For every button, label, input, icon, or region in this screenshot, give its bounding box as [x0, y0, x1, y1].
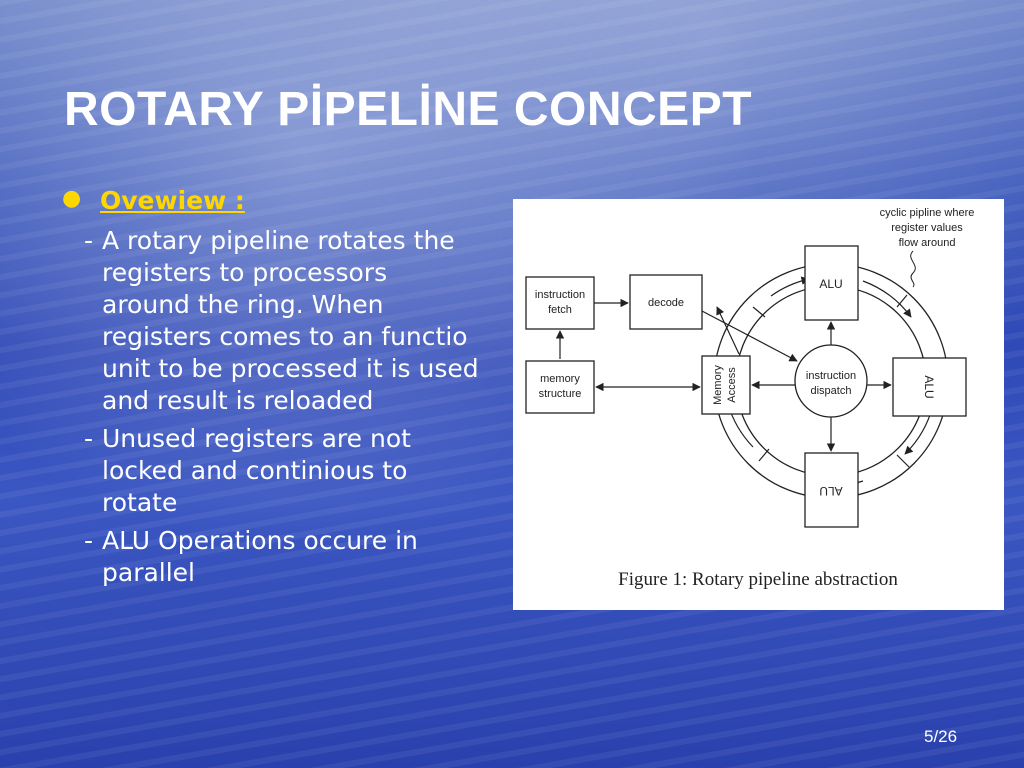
- alu-top-label: ALU: [819, 277, 842, 291]
- ring-ticks: [752, 294, 910, 468]
- overview-text-block: ● Ovewiew : - A rotary pipeline rotates …: [62, 185, 482, 595]
- page-number: 5/26: [924, 727, 958, 746]
- memory-structure-label: memory: [540, 373, 580, 385]
- paragraph-text: A rotary pipeline rotates the registers …: [102, 226, 479, 415]
- instruction-fetch-label: fetch: [548, 304, 572, 316]
- dash-marker: -: [84, 526, 94, 555]
- alu-right-label: ALU: [922, 375, 936, 398]
- ring-arrow-icon: [862, 280, 912, 318]
- memory-structure-box: [525, 360, 595, 414]
- figure-caption: Figure 1: Rotary pipeline abstraction: [618, 569, 898, 590]
- annotation-squiggle: [910, 250, 916, 288]
- paragraph-text: ALU Operations occure in parallel: [102, 526, 418, 587]
- rotary-pipeline-figure: cyclic pipline where register values flo…: [513, 199, 1004, 610]
- slide-title: ROTARY PİPELİNE CONCEPT: [64, 83, 753, 136]
- dash-marker: -: [84, 424, 94, 453]
- ring-arrow-icon: [770, 276, 810, 297]
- memory-access-label: Memory: [712, 365, 724, 405]
- alu-top-box: [804, 245, 859, 321]
- decode-label: decode: [648, 297, 684, 309]
- paragraph-alu-parallel: - ALU Operations occure in parallel: [62, 525, 482, 589]
- memory-structure-label: structure: [539, 388, 582, 400]
- overview-bullet: ● Ovewiew :: [62, 185, 482, 221]
- memory-to-decode-link: [716, 306, 740, 355]
- decode-to-dispatch-arrow: [701, 310, 798, 362]
- memory-access-label: Access: [726, 367, 738, 403]
- memory-access-box: [701, 355, 751, 415]
- instruction-dispatch-label: instruction: [806, 370, 856, 382]
- paragraph-rotation: - A rotary pipeline rotates the register…: [62, 225, 482, 417]
- annotation-line: flow around: [899, 237, 956, 249]
- paragraph-text: Unused registers are not locked and cont…: [102, 424, 411, 517]
- alu-right-box: [892, 357, 967, 417]
- annotation-line: cyclic pipline where: [880, 207, 975, 219]
- decode-box: [629, 274, 703, 330]
- bullet-dot-icon: ●: [62, 186, 82, 211]
- paragraph-unused-registers: - Unused registers are not locked and co…: [62, 423, 482, 519]
- dash-marker: -: [84, 226, 94, 255]
- instruction-dispatch-label: dispatch: [811, 385, 852, 397]
- alu-bottom-box: [804, 452, 859, 528]
- instruction-fetch-box: [525, 276, 595, 330]
- pipeline-diagram: cyclic pipline where register values flo…: [525, 207, 975, 590]
- overview-heading: Ovewiew :: [100, 186, 245, 215]
- annotation-line: register values: [891, 222, 963, 234]
- instruction-fetch-label: instruction: [535, 289, 585, 301]
- alu-bottom-label: ALU: [819, 484, 842, 498]
